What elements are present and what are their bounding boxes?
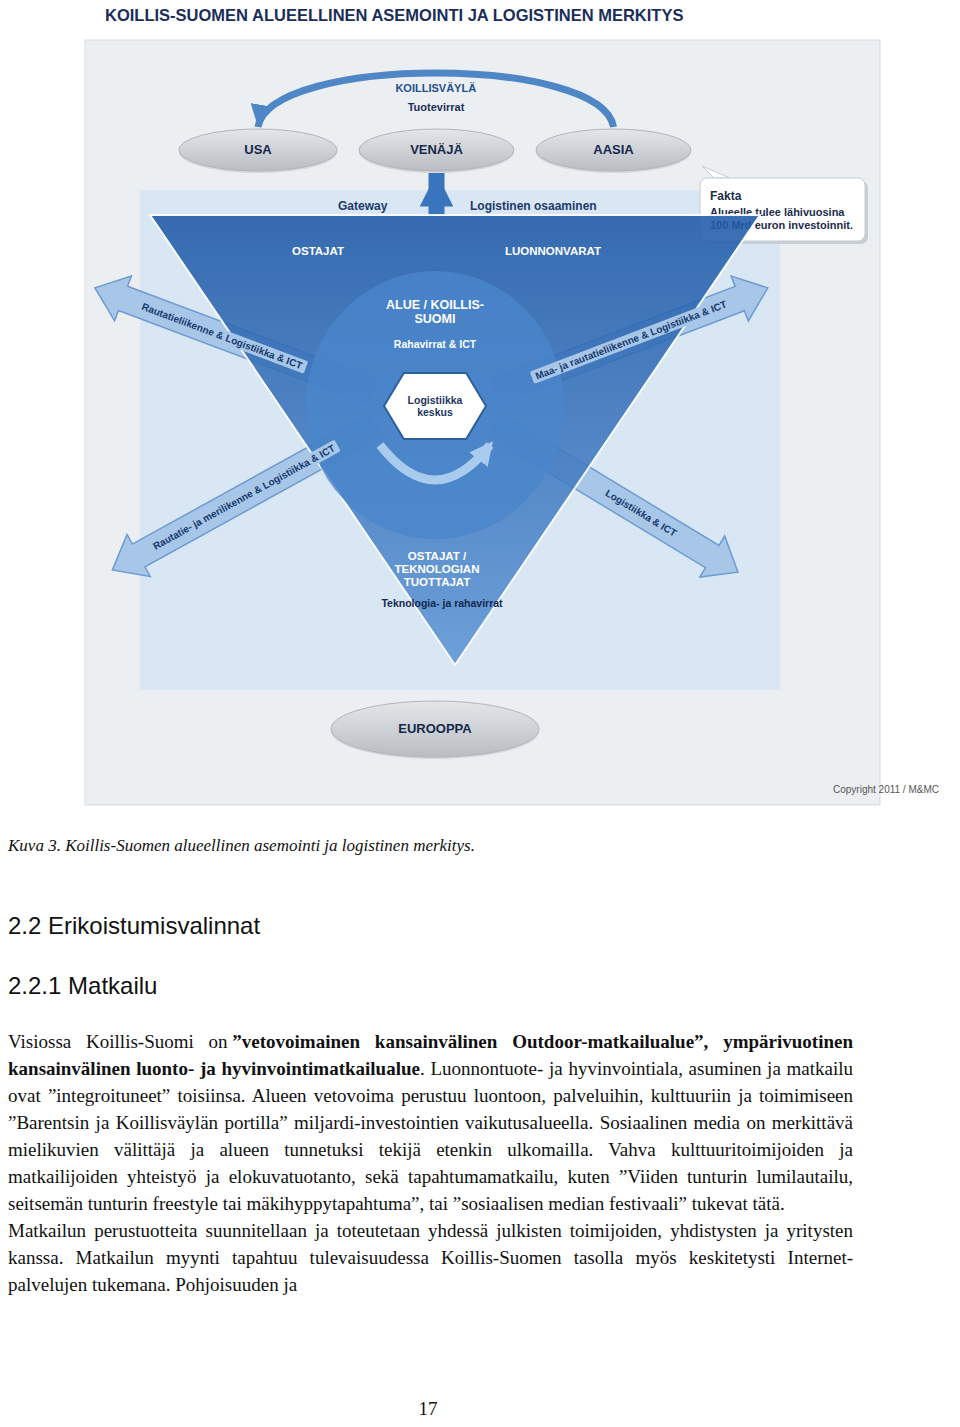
triangle-label: LUONNONVARAT xyxy=(488,245,618,258)
region-core: ALUE / KOILLIS-SUOMI Rahavirrat & ICT Logi… xyxy=(305,270,565,540)
region-name: VENÄJÄ xyxy=(410,143,463,158)
region-name: AASIA xyxy=(593,143,633,158)
section-heading: 2.2.1 Matkailu xyxy=(8,972,157,1000)
figure-ground xyxy=(85,40,880,805)
body-paragraph: Visiossa Koillis-Suomi on”vetovoimainen … xyxy=(8,1028,853,1217)
page-number: 17 xyxy=(419,1398,438,1420)
edge-label: KOILLISVÄYLÄ xyxy=(392,82,479,94)
body-text: Visiossa Koillis-Suomi on xyxy=(8,1031,228,1052)
region-name: EUROOPPA xyxy=(398,722,471,737)
region-oval: AASIA xyxy=(535,128,692,172)
route-note: Tuotevirrat xyxy=(408,101,465,113)
region-oval: USA xyxy=(178,128,338,172)
hexagon-text: Logistiikka keskus xyxy=(398,394,472,418)
fact-heading: Fakta xyxy=(700,190,868,204)
figure-caption: Kuva 3. Koillis-Suomen alueellinen asemo… xyxy=(8,836,475,856)
flow-label: Logistinen osaaminen xyxy=(470,199,597,213)
region-oval: VENÄJÄ xyxy=(358,128,515,172)
core-flow: Rahavirrat & ICT xyxy=(375,338,495,350)
body-text: . Luonnontuote- ja hyvinvointiala, asumi… xyxy=(8,1058,853,1214)
logistics-hexagon: Logistiikka keskus xyxy=(383,372,487,440)
section-heading: 2.2 Erikoistumisvalinnat xyxy=(8,912,260,940)
figure-title: KOILLIS-SUOMEN ALUEELLINEN ASEMOINTI JA … xyxy=(105,6,683,25)
region-name: USA xyxy=(244,143,271,158)
triangle-label: OSTAJAT xyxy=(263,245,373,258)
flow-arrow xyxy=(258,73,614,127)
body-paragraph: Matkailun perustuotteita suunnitellaan j… xyxy=(8,1217,853,1298)
core-title: ALUE / KOILLIS-SUOMI xyxy=(379,298,491,327)
copyright: Copyright 2011 / M&MC xyxy=(833,784,939,795)
flow-label: Teknologia- ja rahavirrat xyxy=(381,597,502,609)
triangle-label: OSTAJAT / TEKNOLOGIAN TUOTTAJAT xyxy=(382,550,492,590)
flow-label: Gateway xyxy=(338,199,387,213)
region-oval: EUROOPPA xyxy=(330,700,540,758)
flow-arrow xyxy=(429,173,445,215)
region-ground xyxy=(140,190,780,690)
